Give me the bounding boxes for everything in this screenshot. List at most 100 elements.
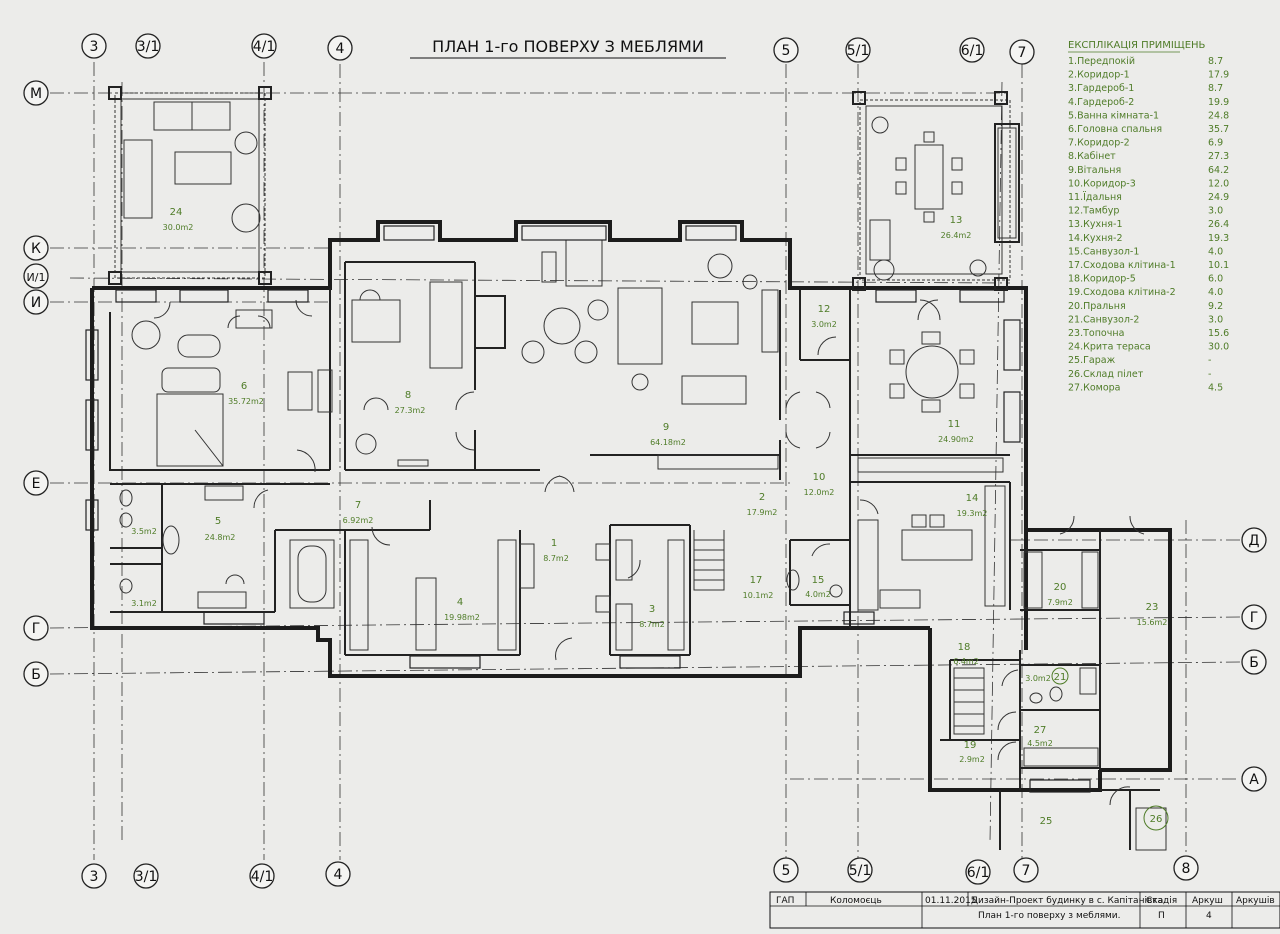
axis-7-top: 7 xyxy=(1009,39,1035,65)
svg-text:3.5m2: 3.5m2 xyxy=(131,527,157,536)
door-swings xyxy=(153,299,1145,806)
tb-sheet: 4 xyxy=(1206,911,1212,921)
legend-item-area: 24.8 xyxy=(1208,110,1229,121)
legend-item-name: 17.Сходова клітина-1 xyxy=(1068,260,1176,271)
grid-lines xyxy=(49,62,1241,860)
tb-drawing: План 1-го поверху з меблями. xyxy=(978,911,1121,921)
svg-text:30.0m2: 30.0m2 xyxy=(163,223,194,232)
room-label-27: 274.5m2 xyxy=(1027,725,1053,748)
svg-text:2.9m2: 2.9m2 xyxy=(959,755,985,764)
tb-sheet-label: Аркуш xyxy=(1192,896,1223,906)
room-label-9: 964.18m2 xyxy=(650,422,686,447)
svg-text:3: 3 xyxy=(90,39,99,55)
legend-item-area: 8.7 xyxy=(1208,83,1223,94)
legend-item-name: 10.Коридор-3 xyxy=(1068,178,1136,189)
svg-text:6/1: 6/1 xyxy=(961,43,984,59)
svg-text:4: 4 xyxy=(336,41,345,57)
legend-item-name: 8.Кабінет xyxy=(1068,151,1116,162)
room-label-1: 1 8.7m2 xyxy=(543,538,569,563)
legend-item-name: 12.Тамбур xyxy=(1068,206,1119,217)
title-block: ГАП Коломоєць 01.11.2015 Дизайн-Проект б… xyxy=(769,891,1280,929)
svg-text:8.7m2: 8.7m2 xyxy=(543,554,569,563)
axis-G-left: Г xyxy=(23,615,49,641)
svg-text:4.5m2: 4.5m2 xyxy=(1027,739,1053,748)
axis-B-left: Б xyxy=(23,661,49,687)
svg-text:3.1m2: 3.1m2 xyxy=(131,599,157,608)
svg-text:21: 21 xyxy=(1054,672,1067,683)
svg-text:19: 19 xyxy=(964,740,977,751)
room-label-20: 20 7.9m2 xyxy=(1047,582,1073,607)
svg-text:5/1: 5/1 xyxy=(849,863,872,879)
legend-item-area: 30.0 xyxy=(1208,342,1229,353)
svg-text:2: 2 xyxy=(759,492,765,503)
svg-text:17.9m2: 17.9m2 xyxy=(747,508,778,517)
legend-item-area: 4.0 xyxy=(1208,287,1223,298)
svg-text:1: 1 xyxy=(551,538,557,549)
axis-K: К xyxy=(23,235,49,261)
svg-text:Д: Д xyxy=(1249,533,1260,549)
room-label-19: 19 2.9m2 xyxy=(959,740,985,764)
legend-item-area: 4.5 xyxy=(1208,382,1223,393)
axis-A-right: А xyxy=(1241,766,1267,792)
room-label-12: 123.0m2 xyxy=(811,304,837,329)
svg-text:7: 7 xyxy=(1018,45,1027,61)
legend-item-name: 21.Санвузол-2 xyxy=(1068,314,1139,325)
legend-title: ЕКСПЛІКАЦІЯ ПРИМІЩЕНЬ xyxy=(1068,40,1206,51)
room-label-17: 17 10.1m2 xyxy=(743,575,774,600)
tb-stage: П xyxy=(1158,911,1165,921)
svg-text:35.72m2: 35.72m2 xyxy=(228,397,264,406)
axis-6-1-top: 6/1 xyxy=(959,37,985,63)
svg-text:25: 25 xyxy=(1040,816,1053,827)
svg-text:И/1: И/1 xyxy=(27,271,46,284)
svg-text:10.1m2: 10.1m2 xyxy=(743,591,774,600)
room-label-4: 419.98m2 xyxy=(444,597,480,622)
legend-item-area: 26.4 xyxy=(1208,219,1229,230)
axis-4-1-top: 4/1 xyxy=(251,33,277,59)
axis-3-top: 3 xyxy=(81,33,107,59)
axis-E: Е xyxy=(23,470,49,496)
interior-walls xyxy=(109,261,1101,790)
svg-text:Е: Е xyxy=(32,476,41,492)
axis-B-right: Б xyxy=(1241,649,1267,675)
legend-item-name: 4.Гардероб-2 xyxy=(1068,97,1134,108)
legend-item-area: 4.0 xyxy=(1208,246,1223,257)
svg-text:24.8m2: 24.8m2 xyxy=(205,533,236,542)
legend-item-area: - xyxy=(1208,355,1211,366)
legend-item-area: 64.2 xyxy=(1208,165,1229,176)
tb-role: ГАП xyxy=(776,896,794,906)
axis-7-bottom: 7 xyxy=(1013,857,1039,883)
svg-text:3/1: 3/1 xyxy=(135,869,158,885)
legend-item-name: 13.Кухня-1 xyxy=(1068,219,1123,230)
legend-item-name: 6.Головна спальня xyxy=(1068,124,1162,135)
room-label-5b: 3.1m2 xyxy=(131,599,157,608)
kitchen-13 xyxy=(852,91,1020,291)
svg-text:3/1: 3/1 xyxy=(137,39,160,55)
svg-text:15.6m2: 15.6m2 xyxy=(1137,618,1168,627)
room-label-5a: 3.5m2 xyxy=(131,527,157,536)
svg-text:4/1: 4/1 xyxy=(253,39,276,55)
svg-text:6/1: 6/1 xyxy=(967,865,990,881)
svg-text:12.0m2: 12.0m2 xyxy=(804,488,835,497)
svg-text:18: 18 xyxy=(958,642,971,653)
svg-text:17: 17 xyxy=(750,575,763,586)
svg-text:20: 20 xyxy=(1054,582,1067,593)
legend-item-name: 1.Передпокій xyxy=(1068,56,1135,67)
axis-6-1-bottom: 6/1 xyxy=(965,859,991,885)
tb-date: 01.11.2015 xyxy=(925,896,977,906)
legend-item-name: 27.Комора xyxy=(1068,382,1121,393)
svg-text:7.9m2: 7.9m2 xyxy=(1047,598,1073,607)
axis-markers: 3 3/1 4/1 4 5 5/1 6/1 7 3 3/1 4/1 4 5 5/… xyxy=(23,33,1267,889)
svg-text:Б: Б xyxy=(31,667,41,683)
tb-stage-label: Стадія xyxy=(1146,896,1177,906)
legend-item-name: 19.Сходова клітина-2 xyxy=(1068,287,1176,298)
svg-text:15: 15 xyxy=(812,575,825,586)
svg-text:4: 4 xyxy=(334,867,343,883)
legend-item-name: 5.Ванна кімната-1 xyxy=(1068,110,1159,121)
room-label-25: 25 xyxy=(1040,816,1053,827)
axis-3-bottom: 3 xyxy=(81,863,107,889)
room-label-21: 213.0m2 xyxy=(1025,672,1066,683)
axis-M: М xyxy=(23,80,49,106)
